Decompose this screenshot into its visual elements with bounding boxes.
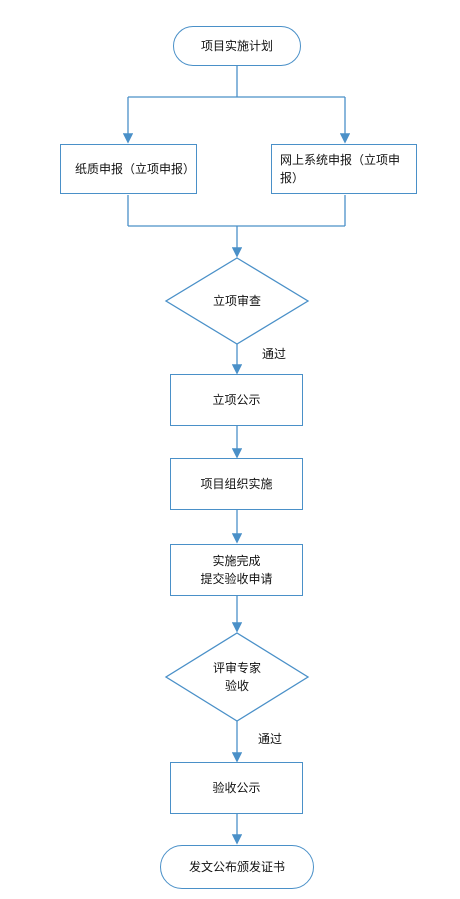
- start-node: 项目实施计划: [173, 26, 301, 66]
- expert-review-node: 评审专家 验收: [186, 658, 288, 696]
- online-submission-node: 网上系统申报（立项申报）: [271, 144, 417, 194]
- completion-label-line2: 提交验收申请: [200, 572, 273, 586]
- paper-submission-node: 纸质申报（立项申报）: [60, 144, 197, 194]
- online-submission-label: 网上系统申报（立项申报）: [280, 153, 401, 185]
- implementation-label: 项目组织实施: [200, 477, 273, 491]
- pass-label-1: 通过: [262, 347, 287, 361]
- expert-label-line2: 验收: [224, 679, 249, 693]
- completion-label-line1: 实施完成: [212, 554, 261, 568]
- acceptance-publicity-node: 验收公示: [170, 762, 303, 814]
- start-label: 项目实施计划: [200, 39, 273, 53]
- end-label: 发文公布颁发证书: [188, 860, 285, 874]
- review-node: 立项审查: [186, 291, 288, 311]
- publicity-label: 立项公示: [212, 393, 261, 407]
- implementation-node: 项目组织实施: [170, 458, 303, 510]
- publicity-node: 立项公示: [170, 374, 303, 426]
- review-label: 立项审查: [212, 294, 261, 308]
- acceptance-publicity-label: 验收公示: [212, 781, 261, 795]
- expert-label-line1: 评审专家: [212, 661, 261, 675]
- paper-submission-label: 纸质申报（立项申报）: [75, 162, 196, 176]
- completion-node: 实施完成 提交验收申请: [170, 544, 303, 596]
- pass-label-2: 通过: [258, 732, 283, 746]
- end-node: 发文公布颁发证书: [160, 845, 314, 889]
